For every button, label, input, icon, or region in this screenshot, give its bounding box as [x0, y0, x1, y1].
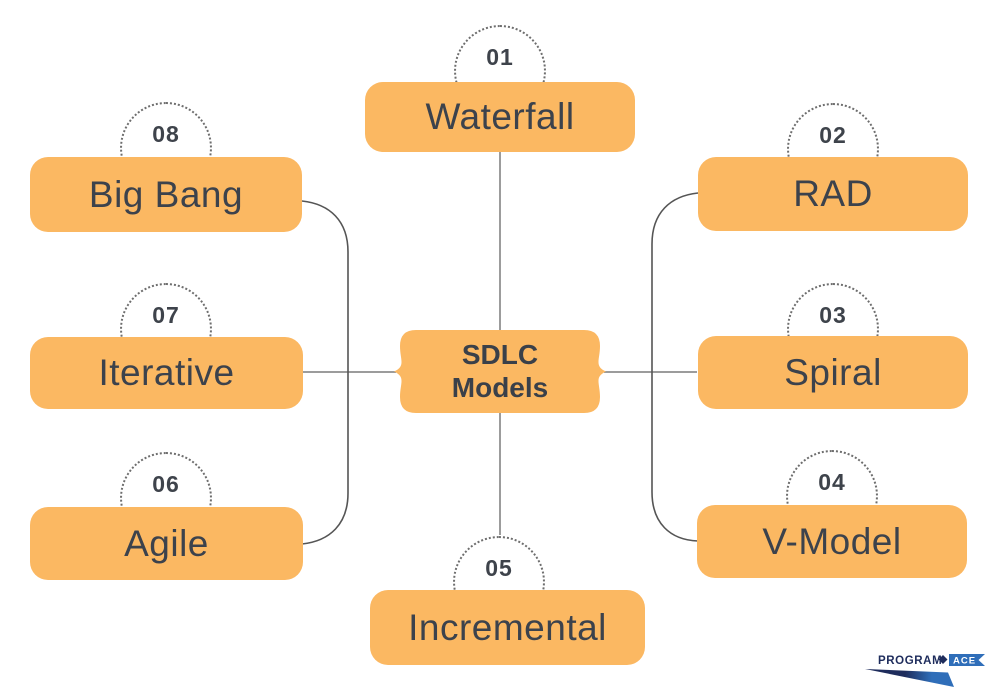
program-ace-logo: PROGRAM ACE — [865, 654, 985, 687]
center-node-shape — [394, 330, 606, 413]
node-label: V-Model — [762, 520, 902, 562]
node-box-incremental: Incremental — [370, 590, 645, 665]
step-number: 05 — [485, 555, 513, 581]
node-box-v-model: V-Model — [697, 505, 967, 578]
node-label: Agile — [124, 522, 209, 564]
step-number: 06 — [152, 471, 180, 497]
step-number: 08 — [152, 121, 180, 147]
node-box-iterative: Iterative — [30, 337, 303, 409]
branch-line-right — [651, 192, 699, 542]
center-label-line1: SDLC — [461, 339, 539, 371]
center-label-line2: Models — [451, 371, 549, 403]
logo-ace-text: ACE — [953, 656, 976, 667]
center-node-label: SDLC Models — [400, 330, 600, 413]
node-label: Iterative — [98, 352, 235, 393]
step-circle-03: 03 — [787, 283, 879, 375]
step-number: 07 — [152, 302, 180, 328]
node-label: Spiral — [784, 351, 882, 393]
node-box-waterfall: Waterfall — [365, 82, 635, 152]
node-label: Waterfall — [425, 96, 575, 137]
branch-line-left — [301, 200, 349, 545]
logo-diamond-icon — [938, 655, 948, 664]
step-number: 02 — [819, 122, 847, 148]
node-box-spiral: Spiral — [698, 336, 968, 409]
node-label: RAD — [793, 173, 873, 214]
node-box-agile: Agile — [30, 507, 303, 580]
step-number: 04 — [818, 469, 846, 495]
node-box-rad: RAD — [698, 157, 968, 231]
node-label: Big Bang — [88, 173, 244, 215]
step-circle-05: 05 — [453, 536, 545, 628]
step-number: 01 — [486, 44, 514, 70]
step-number: 03 — [819, 302, 847, 328]
logo-swoosh-icon — [865, 669, 954, 687]
node-label: Incremental — [408, 606, 607, 648]
logo-program-text: PROGRAM — [878, 655, 942, 667]
node-box-big-bang: Big Bang — [30, 157, 302, 232]
logo-ace-flag — [949, 654, 985, 666]
